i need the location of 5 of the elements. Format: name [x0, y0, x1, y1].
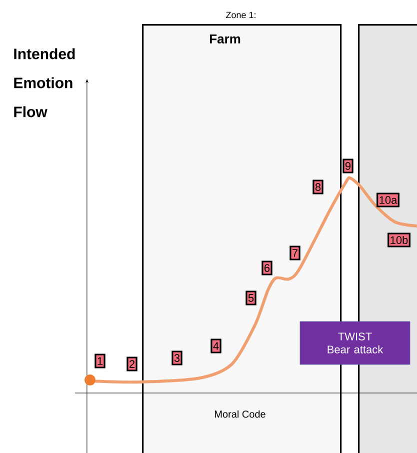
- chart-title: Intended Emotion Flow: [14, 48, 75, 118]
- axis-label: Moral Code: [214, 410, 266, 418]
- zone-heading: Farm: [210, 34, 240, 44]
- twist-box: TWIST Bear attack: [300, 321, 410, 365]
- zone-caption: Zone 1:: [226, 12, 256, 18]
